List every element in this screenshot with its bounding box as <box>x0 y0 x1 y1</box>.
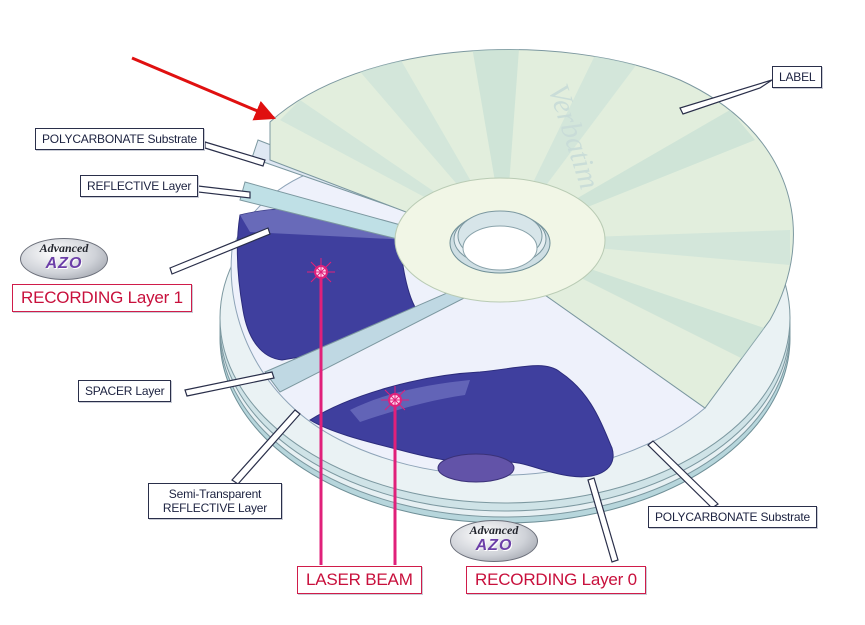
badge-bottom-line1: Advanced <box>469 523 519 537</box>
laser-beam-callout: LASER BEAM <box>297 566 422 594</box>
laser-beam-right <box>381 386 409 565</box>
pointer-arrow <box>131 56 276 121</box>
center-hole <box>449 210 551 274</box>
callout-leaders <box>169 79 773 563</box>
recording-layer-0-callout: RECORDING Layer 0 <box>466 566 646 594</box>
recording-layer-1-callout: RECORDING Layer 1 <box>12 284 192 312</box>
advanced-azo-logo-bottom: Advanced AZO <box>450 520 538 562</box>
laser-beam-left <box>307 258 335 565</box>
recording-layer-0-spot <box>437 453 515 483</box>
recording-layer-0-dye <box>309 365 614 478</box>
spacer-layer-callout: SPACER Layer <box>78 380 172 402</box>
badge-top-line2: AZO <box>45 255 83 272</box>
polycarbonate-substrate-top-callout: POLYCARBONATE Substrate <box>35 128 205 150</box>
badge-bottom-line2: AZO <box>475 537 513 554</box>
semi-transparent-line1: Semi-Transparent <box>168 487 262 501</box>
top-label-surface <box>269 49 794 409</box>
polycarbonate-substrate-bottom-callout: POLYCARBONATE Substrate <box>648 506 818 528</box>
semi-transparent-line2: REFLECTIVE Layer <box>162 501 268 515</box>
label-callout: LABEL <box>772 66 823 88</box>
semi-transparent-reflective-callout: Semi-Transparent REFLECTIVE Layer <box>148 483 282 519</box>
advanced-azo-logo-top: Advanced AZO <box>20 238 108 280</box>
reflective-layer-callout: REFLECTIVE Layer <box>80 175 199 197</box>
badge-top-line1: Advanced <box>39 241 89 255</box>
